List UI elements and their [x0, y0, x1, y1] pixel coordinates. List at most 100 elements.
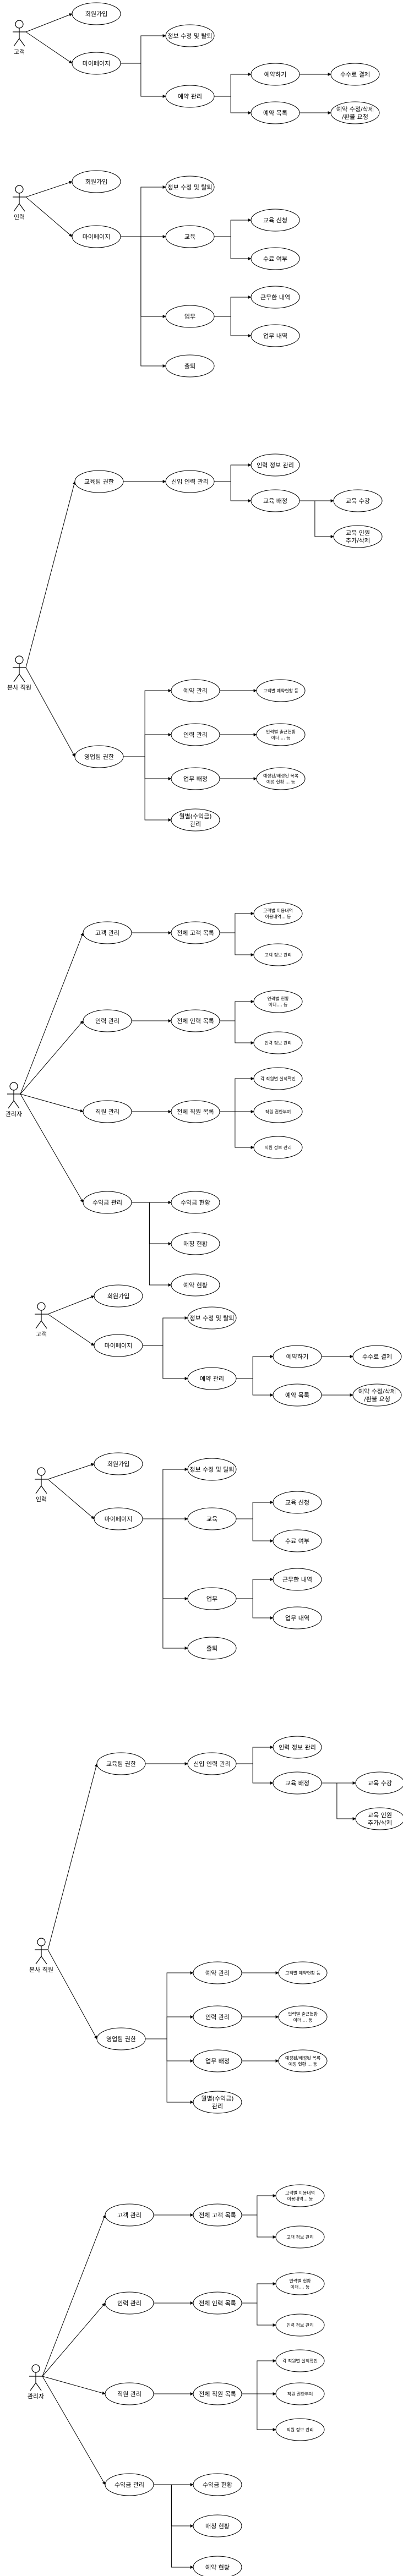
- use-case-label: 고객별 이용내역: [285, 2190, 315, 2195]
- edge-bizmgr-to-resvmgr: [145, 1971, 194, 2039]
- use-case-mypage: 마이페이지: [94, 1334, 143, 1357]
- use-case-mypage: 마이페이지: [72, 225, 121, 248]
- use-case-ellipse: [253, 1100, 303, 1123]
- use-case-revmonth: 예약 현황: [171, 1273, 220, 1297]
- use-case-label: 교육 수강: [346, 497, 370, 505]
- use-case-label: 수료 여부: [263, 255, 287, 262]
- use-case-stfd3: 직원 정보 관리: [275, 2418, 325, 2441]
- use-case-ellipse: [273, 1606, 322, 1629]
- use-case-resvedit: 예약 수정/삭제/환불 요청: [352, 1383, 402, 1407]
- edge-mypage-to-work: [143, 1518, 188, 1600]
- use-case-ellipse: [273, 1529, 322, 1552]
- use-case-edusched: 교육 배정: [273, 1771, 322, 1795]
- use-case-ellipse: [187, 1306, 237, 1330]
- edge-workermgr-to-workerinfo: [236, 1746, 274, 1764]
- use-case-label: 고객별 예약현황 등: [263, 688, 298, 693]
- use-case-ellipse: [250, 286, 300, 309]
- use-case-label: 수익금 현황: [203, 2481, 232, 2489]
- use-case-label: 영업팀 권한: [106, 2036, 136, 2043]
- use-case-ellipse: [256, 679, 306, 702]
- use-case-wrkd2: 인력 정보 관리: [253, 1031, 303, 1054]
- use-case-label: 인력 정보 관리: [279, 1744, 316, 1751]
- use-case-ellipse: [171, 1009, 220, 1032]
- use-case-mypage: 마이페이지: [94, 1507, 143, 1530]
- use-case-label: 전체 인력 목록: [199, 2300, 236, 2307]
- actor-leg-left: [13, 38, 20, 47]
- use-case-label: 교육 수강: [368, 1780, 392, 1787]
- edge-work-to-workstat: [214, 316, 252, 337]
- use-case-ellipse: [165, 176, 215, 199]
- actor-head: [37, 1302, 46, 1311]
- actor-staff: 본사 직원: [29, 1938, 53, 1973]
- use-case-ellipse: [253, 1136, 303, 1159]
- use-case-label: 고객 관리: [117, 2212, 141, 2219]
- use-case-ellipse: [352, 1383, 402, 1407]
- use-case-ellipse: [253, 990, 303, 1013]
- actor-head: [15, 655, 24, 664]
- use-case-eduhist: 수료 여부: [250, 247, 300, 270]
- actor-label: 인력: [14, 214, 25, 221]
- use-case-ellipse: [275, 2418, 325, 2441]
- use-case-label: 업무 내역: [285, 1615, 309, 1622]
- use-case-ellipse: [171, 921, 220, 944]
- use-case-ellipse: [187, 1458, 237, 1481]
- use-case-ellipse: [273, 1383, 322, 1407]
- use-case-label: 전체 직원 목록: [199, 2391, 236, 2398]
- use-case-label: 이더.... 등: [269, 1002, 288, 1007]
- use-case-ellipse: [250, 247, 300, 270]
- use-case-edu: 교육: [165, 225, 215, 248]
- use-case-label: 회원가입: [85, 178, 107, 185]
- use-case-ellipse: [171, 723, 220, 746]
- actor-label: 고객: [14, 48, 25, 56]
- use-case-ellipse: [105, 2203, 154, 2227]
- edge-custlist-to-custd1: [242, 2194, 276, 2216]
- actor-label: 본사 직원: [7, 684, 31, 691]
- actor-head: [37, 1938, 46, 1946]
- edge-mypage-to-work: [121, 236, 166, 318]
- use-case-bizmgr: 영업팀 권한: [74, 745, 124, 768]
- use-case-label: 교육팀 권한: [84, 478, 114, 485]
- actor-leg-right: [41, 1485, 47, 1494]
- use-case-pay: 수수료 결제: [330, 63, 380, 86]
- use-case-label: 업무 내역: [263, 332, 287, 340]
- use-case-label: 고객별 이용내역: [263, 907, 293, 913]
- use-case-ellipse: [193, 2203, 242, 2227]
- use-case-label: 예정 현황 ... 등: [288, 2061, 317, 2066]
- use-case-ellipse: [83, 921, 132, 944]
- use-case-info: 정보 수정 및 탈퇴: [187, 1306, 237, 1330]
- edge-workermgr-to-edusched: [214, 481, 252, 502]
- edge-wrklist-to-wrkd1: [242, 2282, 276, 2304]
- use-case-ellipse: [72, 170, 121, 193]
- actor-label: 관리자: [6, 1111, 22, 1118]
- use-case-custd2: 고객 정보 관리: [253, 943, 303, 966]
- use-case-ellipse: [171, 1100, 220, 1123]
- use-case-revmonth: 예약 현황: [193, 2556, 242, 2576]
- use-case-ellipse: [256, 723, 306, 746]
- use-case-label: 업무: [184, 313, 195, 320]
- use-case-ellipse: [273, 1491, 322, 1514]
- use-case-ellipse: [256, 767, 306, 790]
- use-case-ellipse: [72, 225, 121, 248]
- use-case-label: /환불 요청: [342, 113, 368, 121]
- actor-head: [15, 185, 24, 194]
- use-case-label: 매칭 현황: [205, 2523, 230, 2530]
- edge-admin-to-cust: [20, 932, 84, 1095]
- use-case-ellipse: [250, 101, 300, 124]
- edge-mypage-to-info: [143, 1316, 188, 1346]
- use-case-resvmgr: 예약 관리: [193, 1961, 242, 1984]
- use-case-jobmgr: 업무 배정: [171, 767, 220, 790]
- use-case-ellipse: [275, 2382, 325, 2405]
- actor-label: 관리자: [28, 2393, 44, 2400]
- use-case-ellipse: [193, 2005, 242, 2028]
- use-case-ellipse: [165, 85, 215, 108]
- use-case-label: 인력 정보 관리: [257, 462, 294, 469]
- edge-bizmgr-to-jobmgr: [123, 756, 172, 780]
- edge-admin-to-stf: [42, 2376, 106, 2395]
- edge-mypage-to-info: [121, 185, 166, 237]
- use-case-label: 직원 정보 관리: [264, 1145, 291, 1150]
- use-case-label: 고객 정보 관리: [264, 952, 291, 958]
- edge-worker-to-mypage: [47, 1479, 95, 1519]
